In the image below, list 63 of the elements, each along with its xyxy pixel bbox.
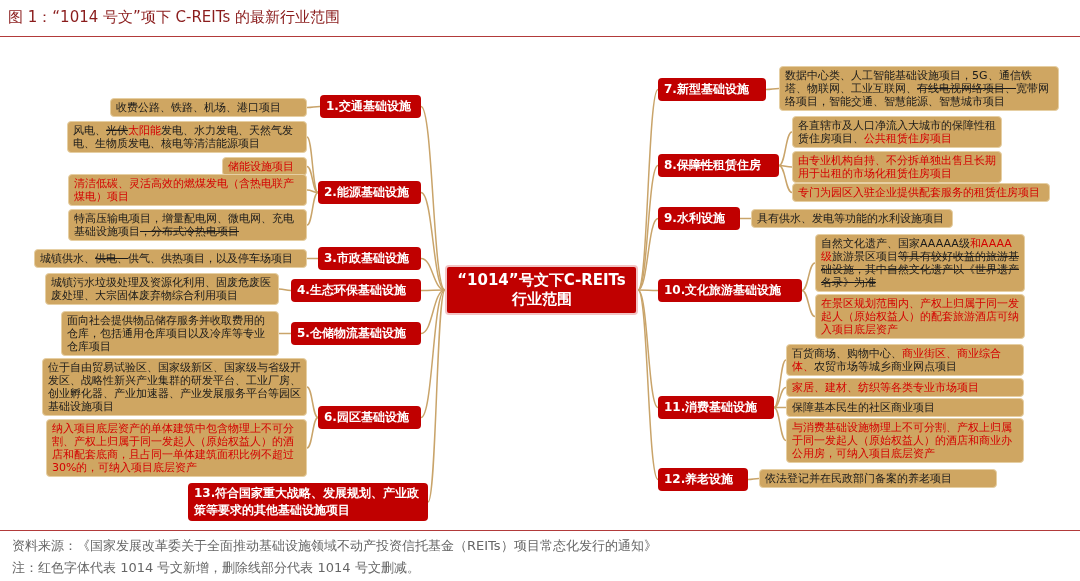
category-box: 2.能源基础设施 xyxy=(318,181,421,204)
item-box: 收费公路、铁路、机场、港口项目 xyxy=(110,98,307,117)
central-topic-box: “1014”号文下C-REITs行业范围 xyxy=(445,265,638,315)
category-box: 10.文化旅游基础设施 xyxy=(658,279,802,302)
item-box: 专门为园区入驻企业提供配套服务的租赁住房项目 xyxy=(792,183,1050,202)
item-box: 特高压输电项目，增量配电网、微电网、充电基础设施项目，分布式冷热电项目 xyxy=(68,209,307,241)
connector-line xyxy=(306,105,321,109)
category-box: 1.交通基础设施 xyxy=(320,95,421,118)
item-box: 自然文化遗产、国家AAAAA级和AAAA级旅游景区项目等具有较好收益的旅游基础设施，其中自然文化遗产以《世界遗产名录》为准 xyxy=(815,234,1025,292)
connector-line xyxy=(765,87,780,91)
item-box: 数据中心类、人工智能基础设施项目，5G、通信铁塔、物联网、工业互联网、有线电视网络项目、宽带网络项目，智能交通、智慧能源、智慧城市项目 xyxy=(779,66,1059,111)
connector-line xyxy=(278,288,292,292)
connector-line xyxy=(637,217,659,291)
connector-line xyxy=(778,164,793,168)
item-box: 城镇污水垃圾处理及资源化利用、固废危废医废处理、大宗固体废弃物综合利用项目 xyxy=(45,273,279,305)
item-box: 面向社会提供物品储存服务并收取费用的仓库，包括通用仓库项目以及冷库等专业仓库项目 xyxy=(61,311,279,356)
connector-line xyxy=(801,262,816,292)
item-box: 储能设施项目 xyxy=(222,157,307,176)
source-note: 资料来源：《国家发展改革委关于全面推动基础设施领域不动产投资信托基金（REITs）项目常态化发行的通知》 xyxy=(12,537,657,555)
connector-line xyxy=(778,164,793,194)
connector-line xyxy=(306,165,319,194)
connector-line xyxy=(778,131,793,167)
connector-line xyxy=(306,416,319,449)
connector-line xyxy=(637,289,659,292)
item-box: 各直辖市及人口净流入大城市的保障性租赁住房项目、公共租赁住房项目 xyxy=(792,116,1002,148)
item-box: 由专业机构自持、不分拆单独出售且长期用于出租的市场化租赁住房项目 xyxy=(792,151,1002,183)
connector-line xyxy=(773,359,787,409)
connector-line xyxy=(420,191,446,291)
connector-line xyxy=(427,289,446,503)
connector-line xyxy=(306,191,319,226)
connector-line xyxy=(306,386,319,419)
connector-line xyxy=(637,289,659,409)
category-box: 8.保障性租赁住房 xyxy=(658,154,779,177)
item-box: 纳入项目底层资产的单体建筑中包含物理上不可分割、产权上归属于同一发起人（原始权益人）的酒店和配套底商，且占同一单体建筑面积比例不超过30%的，可纳入项目底层资产 xyxy=(46,419,307,477)
item-box: 具有供水、发电等功能的水利设施项目 xyxy=(751,209,953,228)
item-box: 在景区规划范围内、产权上归属于同一发起人（原始权益人）的配套旅游酒店可纳入项目底层资产 xyxy=(815,294,1025,339)
item-box: 依法登记并在民政部门备案的养老项目 xyxy=(759,469,997,488)
connector-line xyxy=(420,289,446,335)
category-box: 6.园区基础设施 xyxy=(318,406,421,429)
category-box: 3.市政基础设施 xyxy=(318,247,421,270)
connector-line xyxy=(637,289,659,481)
category-box: 9.水利设施 xyxy=(658,207,740,230)
footnote: 注：红色字体代表 1014 号文新增，删除线部分代表 1014 号文删减。 xyxy=(12,559,420,577)
item-box: 城镇供水、供电、供气、供热项目，以及停车场项目 xyxy=(34,249,307,268)
connector-line xyxy=(637,88,659,291)
connector-line xyxy=(801,289,816,318)
connector-line xyxy=(420,289,446,419)
category-box: 13.符合国家重大战略、发展规划、产业政策等要求的其他基础设施项目 xyxy=(188,483,428,521)
item-box: 与消费基础设施物理上不可分割、产权上归属于同一发起人（原始权益人）的酒店和商业办公用房，可纳入项目底层资产 xyxy=(786,418,1024,463)
connector-line xyxy=(773,406,787,442)
item-box: 家居、建材、纺织等各类专业市场项目 xyxy=(786,378,1024,397)
category-box: 11.消费基础设施 xyxy=(658,396,774,419)
category-box: 5.仓储物流基础设施 xyxy=(291,322,421,345)
item-box: 保障基本民生的社区商业项目 xyxy=(786,398,1024,417)
category-box: 12.养老设施 xyxy=(658,468,748,491)
item-box: 清洁低碳、灵活高效的燃煤发电（含热电联产煤电）项目 xyxy=(68,174,307,206)
category-box: 7.新型基础设施 xyxy=(658,78,766,101)
item-box: 百货商场、购物中心、商业街区、商业综合体、农贸市场等城乡商业网点项目 xyxy=(786,344,1024,376)
item-box: 位于自由贸易试验区、国家级新区、国家级与省级开发区、战略性新兴产业集群的研发平台、工业厂房、创业孵化器、产业加速器、产业发展服务平台等园区基础设施项目 xyxy=(42,358,307,416)
connector-line xyxy=(773,386,787,409)
figure-title: 图 1：“1014 号文”项下 C-REITs 的最新行业范围 xyxy=(8,8,341,27)
item-box: 风电、光伏太阳能发电、水力发电、天然气发电、生物质发电、核电等清洁能源项目 xyxy=(67,121,307,153)
category-box: 4.生态环保基础设施 xyxy=(291,279,421,302)
